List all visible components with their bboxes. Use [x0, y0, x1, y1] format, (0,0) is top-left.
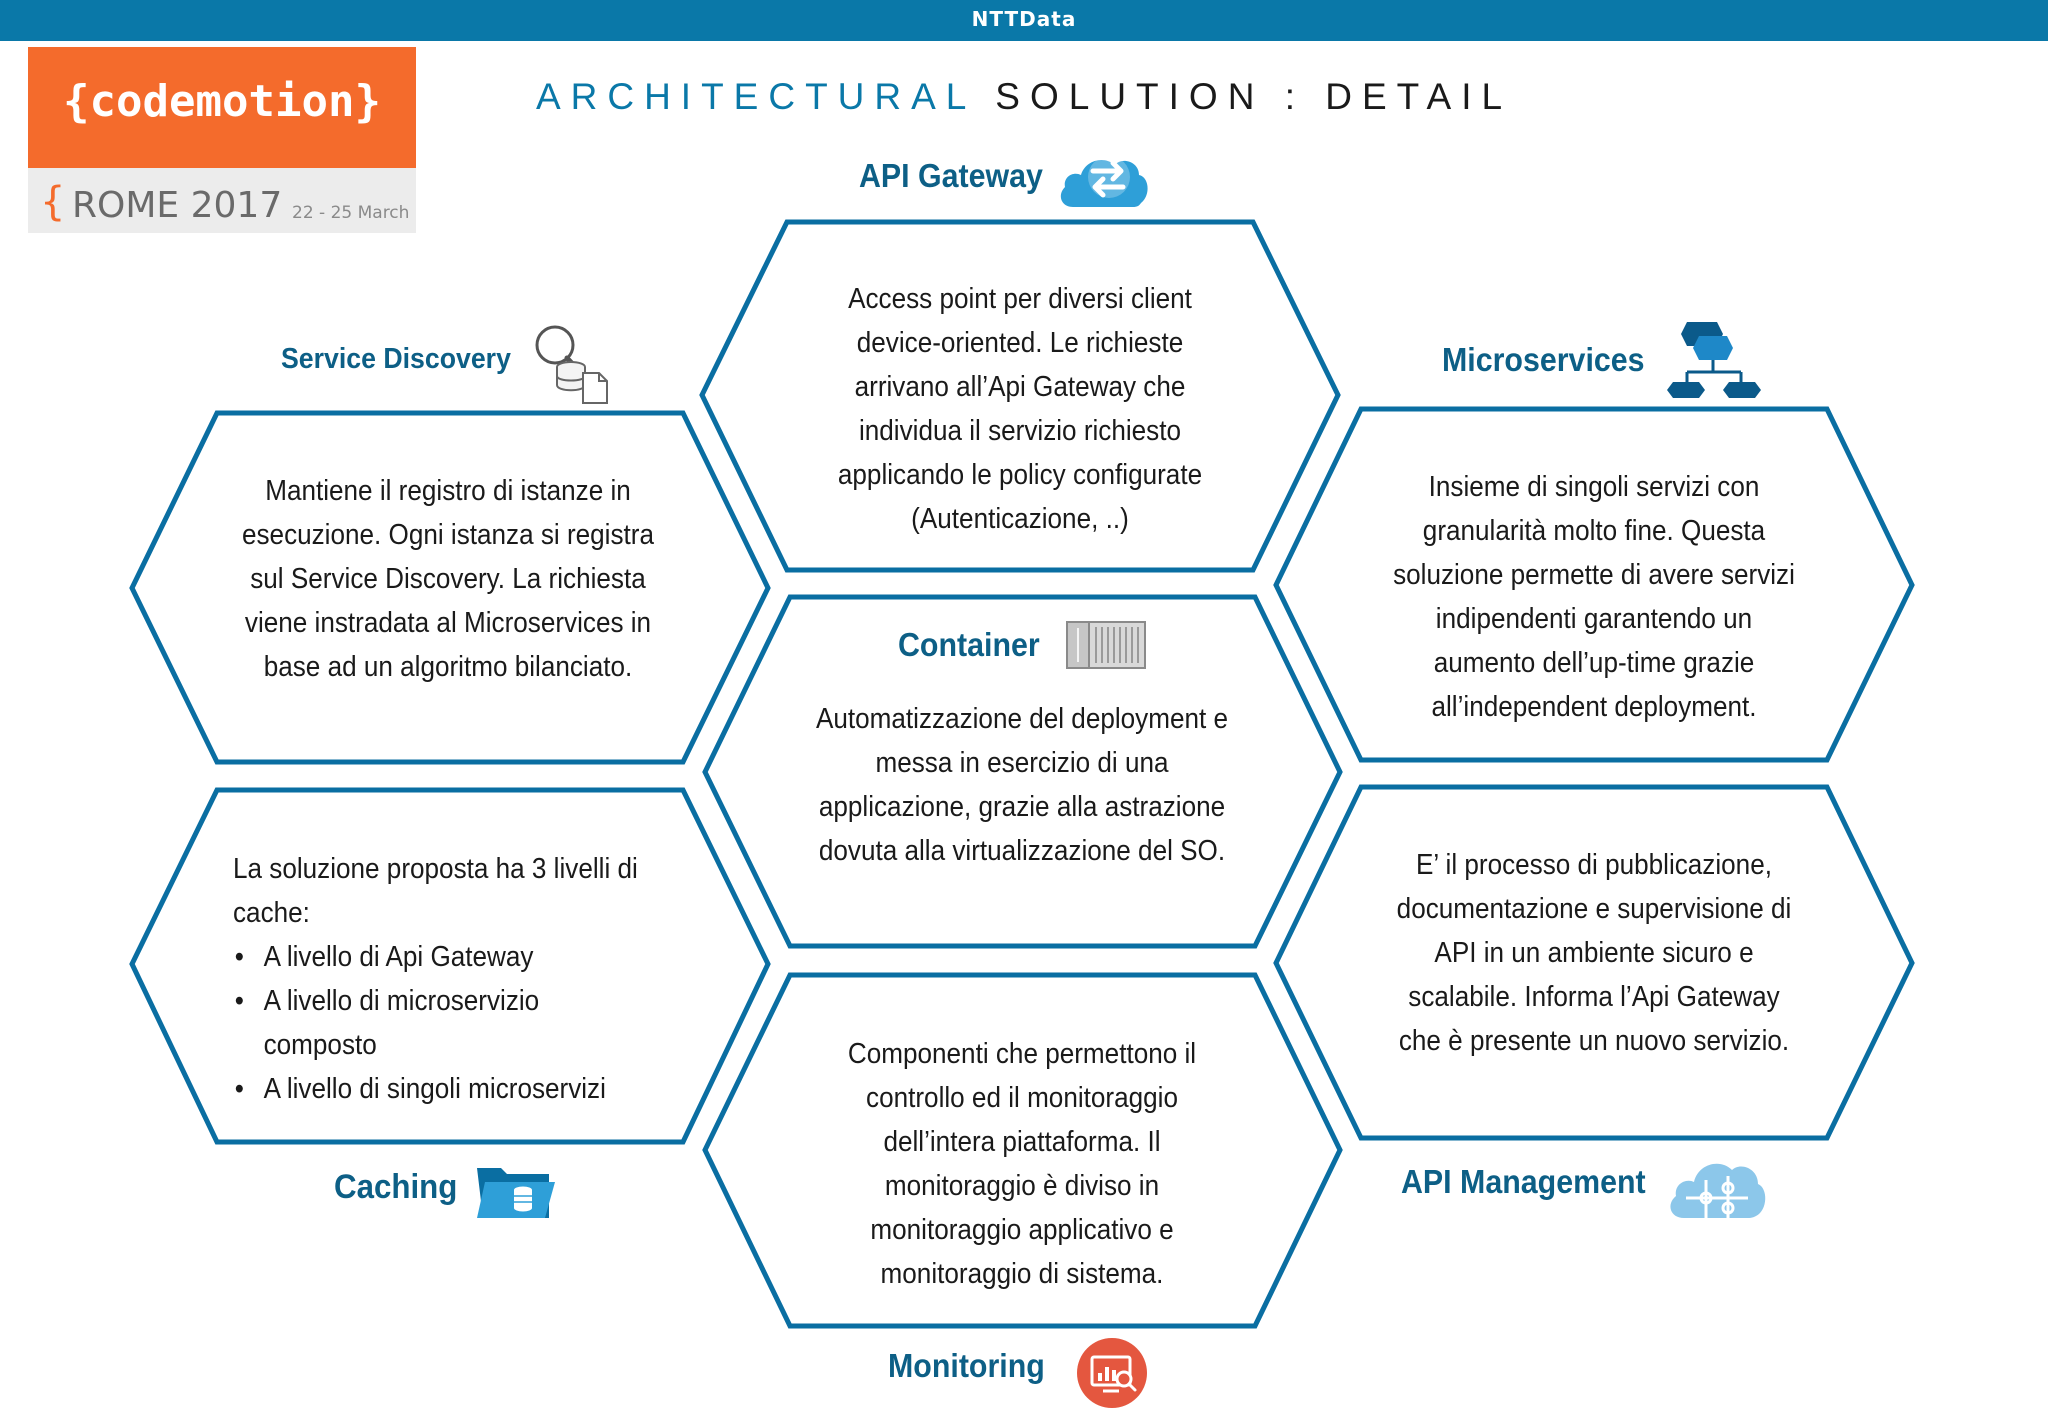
logo-dates: 22 - 25 March: [292, 203, 410, 223]
logo-brace: {: [40, 179, 66, 225]
monitoring-label: Monitoring: [888, 1347, 1045, 1384]
hex-container: [702, 594, 1343, 949]
header-bar: NTTData: [0, 0, 2048, 41]
title-part-1: ARCHITECTURAL: [535, 76, 975, 117]
api-management-label: API Management: [1401, 1163, 1646, 1200]
container-description: Automatizzazione del deployment e messa …: [815, 703, 1229, 867]
caching-intro: La soluzione proposta ha 3 livelli di ca…: [233, 853, 638, 929]
hex-monitoring: [702, 972, 1343, 1329]
container-label: Container: [898, 626, 1040, 663]
shipping-container-icon: [1066, 621, 1146, 669]
slide-title: ARCHITECTURAL SOLUTION : DETAIL: [0, 76, 2048, 118]
logo-wordmark: {codemotion}: [63, 76, 381, 127]
search-database-icon: [535, 325, 608, 404]
cloud-exchange-icon: [1060, 156, 1148, 207]
hex-microservices: [1273, 406, 1915, 763]
api-gateway-label: API Gateway: [859, 157, 1043, 194]
folder-database-icon: [477, 1168, 555, 1218]
microservices-label: Microservices: [1442, 341, 1645, 378]
title-part-2: SOLUTION : DETAIL: [975, 76, 1513, 117]
logo-event-info: { ROME 2017 22 - 25 March: [34, 175, 414, 231]
hex-api-gateway: [699, 219, 1341, 573]
api-management-description: E’ il processo di pubblicazione, documen…: [1396, 849, 1792, 1057]
brand-logo: NTTData: [971, 7, 1077, 31]
codemotion-logo: {codemotion} { ROME 2017 22 - 25 March: [28, 47, 416, 233]
service-discovery-label: Service Discovery: [281, 343, 511, 375]
logo-city: ROME 2017: [72, 185, 283, 226]
network-hierarchy-icon: [1667, 322, 1761, 398]
monitor-chart-icon: [1077, 1338, 1147, 1408]
logo-orange-block: {codemotion}: [28, 47, 416, 168]
caching-description: La soluzione proposta ha 3 livelli di ca…: [233, 847, 643, 1111]
cloud-puzzle-icon: [1670, 1163, 1766, 1218]
hex-service-discovery: [129, 410, 771, 765]
caching-list: A livello di Api Gateway A livello di mi…: [233, 935, 643, 1111]
microservices-description: Insieme di singoli servizi con granulari…: [1393, 471, 1795, 723]
monitoring-description: Componenti che permettono il controllo e…: [847, 1038, 1197, 1290]
hex-api-management: [1273, 784, 1915, 1141]
api-gateway-description: Access point per diversi client device-o…: [837, 283, 1203, 535]
caching-list-item: A livello di Api Gateway: [233, 935, 643, 979]
service-discovery-description: Mantiene il registro di istanze in esecu…: [241, 475, 655, 683]
caching-label: Caching: [334, 1168, 458, 1206]
caching-list-item: A livello di singoli microservizi: [233, 1067, 643, 1111]
caching-list-item: A livello di microservizio composto: [233, 979, 643, 1067]
